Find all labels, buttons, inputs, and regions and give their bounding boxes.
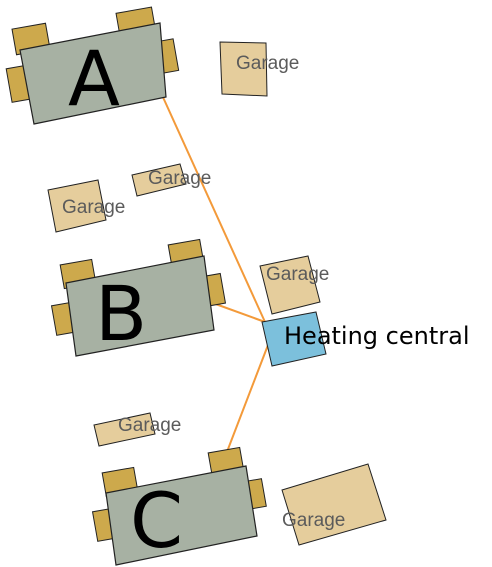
building-a-label: A: [68, 34, 120, 123]
garage-4[interactable]: Garage: [259, 255, 329, 315]
heating-central-shape: [261, 311, 327, 367]
pipe-to-building-a: [161, 94, 266, 323]
garage-2-label: Garage: [148, 168, 211, 189]
garage-4-shape: [259, 255, 321, 315]
garage-5-shape: [93, 412, 156, 447]
garage-1-label: Garage: [236, 53, 299, 74]
garage-4-label: Garage: [266, 264, 329, 285]
garage-2-shape: [131, 163, 187, 197]
building-b[interactable]: B: [50, 238, 227, 358]
garage-1-shape: [219, 41, 268, 97]
building-a[interactable]: A: [5, 6, 180, 125]
garage-6-shape: [281, 463, 387, 546]
garage-5[interactable]: Garage: [93, 412, 181, 447]
building-a-body: [19, 22, 167, 125]
garage-1[interactable]: Garage: [219, 41, 299, 97]
garage-2[interactable]: Garage: [131, 163, 211, 197]
garage-6[interactable]: Garage: [281, 463, 387, 546]
building-c[interactable]: C: [91, 446, 267, 566]
pipe-to-building-b: [209, 301, 266, 323]
garage-3-label: Garage: [62, 197, 125, 218]
building-c-label: C: [130, 476, 183, 565]
garage-5-label: Garage: [118, 415, 181, 436]
building-b-body: [65, 255, 215, 357]
heating-central[interactable]: Heating central: [261, 311, 470, 367]
garage-3-shape: [47, 179, 107, 233]
heating-central-label: Heating central: [284, 322, 470, 350]
building-b-label: B: [95, 269, 147, 358]
building-c-body: [105, 465, 258, 566]
garage-6-label: Garage: [282, 510, 345, 531]
garage-3[interactable]: Garage: [47, 179, 125, 233]
